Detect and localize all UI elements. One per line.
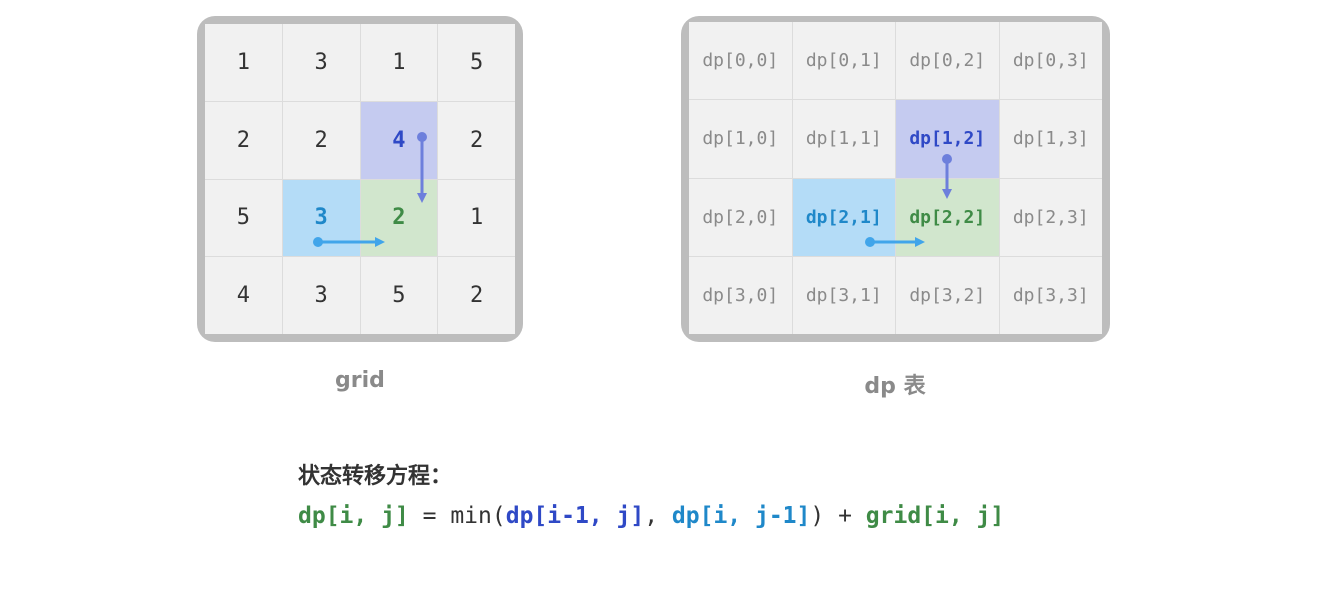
grid-cell-2-2: 2	[360, 179, 438, 257]
dp-cell-1-3: dp[1,3]	[999, 100, 1102, 178]
dp-cell-3-3: dp[3,3]	[999, 256, 1102, 334]
equation-plus: ) +	[810, 503, 866, 529]
dp-cell-0-2: dp[0,2]	[896, 22, 999, 100]
grid-cell-3-0: 4	[205, 257, 282, 334]
grid-cell-1-0: 2	[205, 101, 282, 179]
dp-caption: dp 表	[864, 374, 926, 399]
equation-lhs: dp[i, j]	[298, 503, 409, 529]
dp-cell-3-1: dp[3,1]	[792, 256, 895, 334]
grid-cell-2-1: 3	[282, 179, 360, 257]
dp-board: dp[0,0]dp[0,1]dp[0,2]dp[0,3]dp[1,0]dp[1,…	[681, 16, 1110, 342]
grid-cell-0-1: 3	[282, 24, 360, 101]
grid-cell-0-2: 1	[360, 24, 438, 101]
dp-cell-0-1: dp[0,1]	[792, 22, 895, 100]
equation-term-left: dp[i, j-1]	[671, 503, 811, 529]
grid-cell-2-0: 5	[205, 179, 282, 257]
grid-cell-0-0: 1	[205, 24, 282, 101]
grid-cell-3-3: 2	[438, 257, 515, 334]
equation-min-open: = min(	[408, 503, 506, 529]
equation-comma: ,	[644, 503, 672, 529]
dp-cell-2-2: dp[2,2]	[896, 178, 999, 256]
dp-cell-0-3: dp[0,3]	[999, 22, 1102, 100]
grid-caption: grid	[335, 368, 385, 393]
dp-cell-0-0: dp[0,0]	[689, 22, 792, 100]
dp-cell-1-1: dp[1,1]	[792, 100, 895, 178]
grid-cell-1-1: 2	[282, 101, 360, 179]
dp-cell-2-0: dp[2,0]	[689, 178, 792, 256]
dp-cell-3-2: dp[3,2]	[896, 256, 999, 334]
grid-cell-1-2: 4	[360, 101, 438, 179]
grid-cell-2-3: 1	[438, 179, 515, 257]
grid-cell-3-2: 5	[360, 257, 438, 334]
dp-cell-2-3: dp[2,3]	[999, 178, 1102, 256]
equation-term-grid: grid[i, j]	[865, 503, 1005, 529]
dp-cell-1-2: dp[1,2]	[896, 100, 999, 178]
dp-cell-3-0: dp[3,0]	[689, 256, 792, 334]
dp-cell-2-1: dp[2,1]	[792, 178, 895, 256]
state-transition-equation: dp[i, j] = min(dp[i-1, j], dp[i, j-1]) +…	[298, 503, 1004, 529]
dp-cells: dp[0,0]dp[0,1]dp[0,2]dp[0,3]dp[1,0]dp[1,…	[689, 22, 1102, 334]
grid-cell-0-3: 5	[438, 24, 515, 101]
grid-cell-3-1: 3	[282, 257, 360, 334]
equation-term-up: dp[i-1, j]	[505, 503, 645, 529]
equation-title: 状态转移方程：	[298, 464, 453, 489]
grid-cell-1-3: 2	[438, 101, 515, 179]
dp-cell-1-0: dp[1,0]	[689, 100, 792, 178]
